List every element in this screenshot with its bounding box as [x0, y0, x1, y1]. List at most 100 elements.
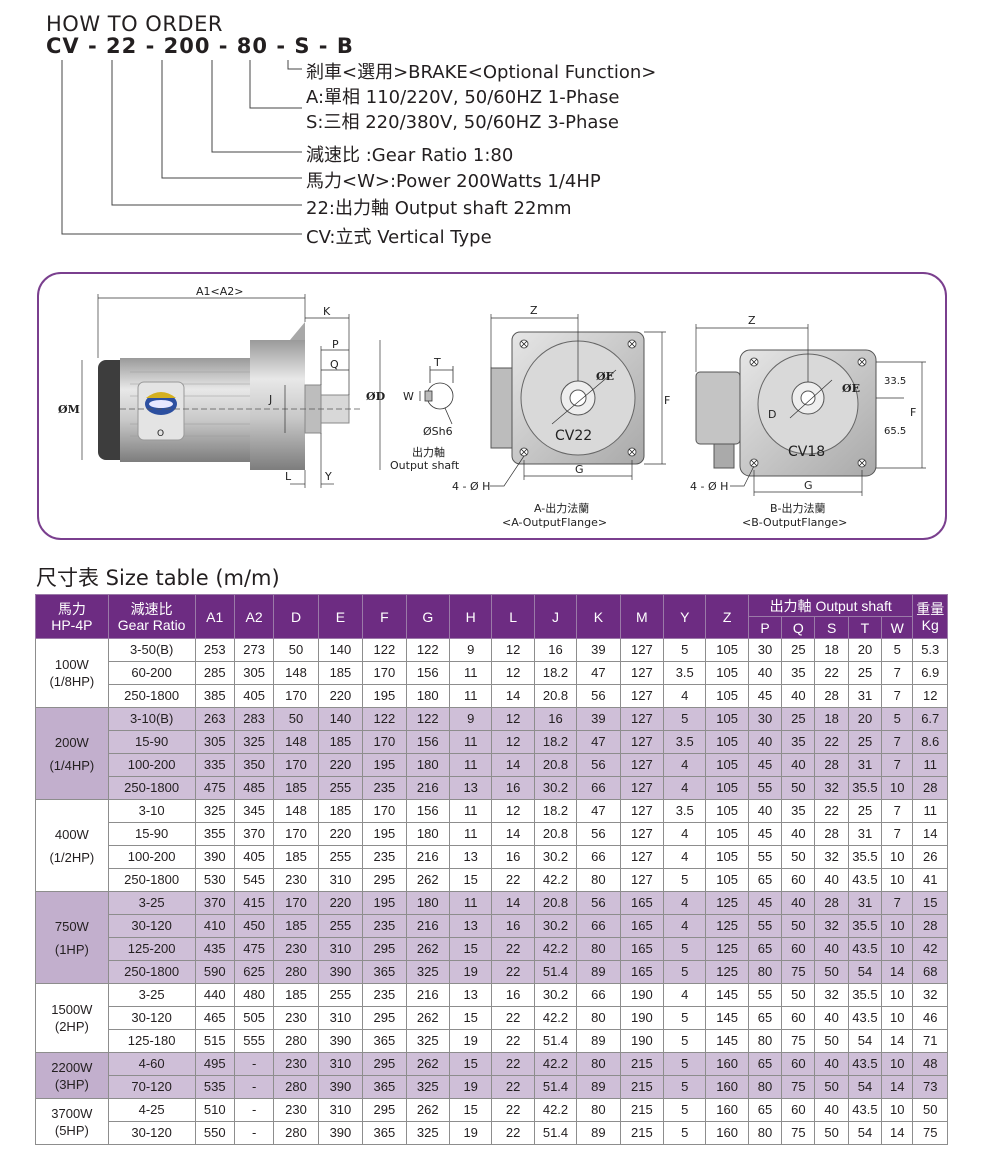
value-cell: 51.4: [533, 1121, 578, 1145]
ratio-cell: 4-60: [107, 1052, 196, 1076]
order-desc-power: 馬力<W>:Power 200Watts 1/4HP: [306, 171, 601, 192]
value-cell: 35: [781, 661, 816, 685]
flange-a-view: [490, 331, 645, 465]
value-cell: 215: [619, 1098, 665, 1122]
ratio-cell: 3-50(B): [107, 638, 196, 662]
value-cell: 30: [747, 707, 783, 731]
value-cell: 50: [273, 638, 319, 662]
value-cell: 80: [576, 1098, 621, 1122]
value-cell: 145: [705, 1006, 749, 1030]
ratio-cell: 30-120: [107, 1006, 196, 1030]
value-cell: 350: [233, 753, 275, 777]
value-cell: 310: [317, 1098, 364, 1122]
value-cell: 405: [233, 684, 275, 708]
flange-a-label-z: Z: [530, 304, 538, 317]
value-cell: 40: [814, 1098, 849, 1122]
value-cell: 12: [491, 799, 535, 823]
ratio-cell: 70-120: [107, 1075, 196, 1099]
hp-cell-line: 2200W: [51, 1059, 93, 1075]
value-cell: 66: [576, 914, 621, 938]
value-cell: 216: [405, 845, 450, 869]
value-cell: 190: [619, 1006, 665, 1030]
value-cell: 127: [619, 868, 665, 892]
value-cell: 325: [194, 799, 235, 823]
value-cell: 255: [317, 914, 364, 938]
value-cell: 325: [405, 960, 450, 984]
value-cell: 40: [747, 661, 783, 685]
hp-cell: 100W(1/8HP): [35, 638, 109, 708]
header-s: S: [814, 616, 849, 639]
value-cell: 555: [233, 1029, 275, 1053]
value-cell: 50: [781, 776, 816, 800]
value-cell: 51.4: [533, 960, 578, 984]
value-cell: 12: [491, 707, 535, 731]
value-cell: 145: [705, 983, 749, 1007]
value-cell: 45: [747, 822, 783, 846]
value-cell: 28: [912, 914, 948, 938]
value-cell: 10: [881, 914, 914, 938]
hp-cell-line: (1/4HP): [49, 757, 95, 773]
value-cell: 262: [405, 868, 450, 892]
value-cell: 18: [814, 638, 849, 662]
value-cell: 7: [881, 891, 914, 915]
value-cell: 105: [705, 822, 749, 846]
value-cell: 14: [881, 960, 914, 984]
value-cell: 235: [362, 776, 407, 800]
flange-b-title-cn: B-出力法蘭: [770, 501, 826, 515]
value-cell: 295: [362, 1052, 407, 1076]
value-cell: 105: [705, 753, 749, 777]
value-cell: 22: [814, 730, 849, 754]
value-cell: 43.5: [847, 868, 883, 892]
value-cell: 50: [273, 707, 319, 731]
value-cell: 530: [194, 868, 235, 892]
value-cell: 10: [881, 845, 914, 869]
value-cell: 42.2: [533, 1052, 578, 1076]
value-cell: 510: [194, 1098, 235, 1122]
value-cell: 30.2: [533, 776, 578, 800]
header-g: G: [405, 594, 450, 639]
value-cell: 20.8: [533, 822, 578, 846]
value-cell: 15: [448, 1006, 493, 1030]
value-cell: 195: [362, 753, 407, 777]
value-cell: 5: [663, 960, 707, 984]
value-cell: 40: [814, 868, 849, 892]
value-cell: 30: [747, 638, 783, 662]
value-cell: 20.8: [533, 753, 578, 777]
value-cell: 105: [705, 776, 749, 800]
value-cell: 19: [448, 1029, 493, 1053]
value-cell: 35: [781, 799, 816, 823]
value-cell: 7: [881, 799, 914, 823]
value-cell: 105: [705, 730, 749, 754]
shaft-label-t: T: [433, 356, 441, 369]
ratio-cell: 60-200: [107, 661, 196, 685]
value-cell: 105: [705, 661, 749, 685]
value-cell: 295: [362, 1006, 407, 1030]
value-cell: 4: [663, 684, 707, 708]
value-cell: 7: [881, 822, 914, 846]
header-l: L: [491, 594, 535, 639]
value-cell: 127: [619, 845, 665, 869]
value-cell: 80: [747, 1075, 783, 1099]
value-cell: 13: [448, 914, 493, 938]
header-w: W: [881, 616, 914, 639]
value-cell: 280: [273, 1075, 319, 1099]
value-cell: 4: [663, 753, 707, 777]
header-k: K: [576, 594, 621, 639]
value-cell: 295: [362, 1098, 407, 1122]
value-cell: 5.3: [912, 638, 948, 662]
flange-b-view: [695, 349, 877, 477]
value-cell: 440: [194, 983, 235, 1007]
value-cell: 475: [233, 937, 275, 961]
value-cell: 54: [847, 1075, 883, 1099]
value-cell: 195: [362, 684, 407, 708]
value-cell: 127: [619, 684, 665, 708]
value-cell: 80: [747, 960, 783, 984]
order-code: CV - 22 - 200 - 80 - S - B: [46, 34, 354, 58]
value-cell: 230: [273, 1006, 319, 1030]
value-cell: 47: [576, 661, 621, 685]
